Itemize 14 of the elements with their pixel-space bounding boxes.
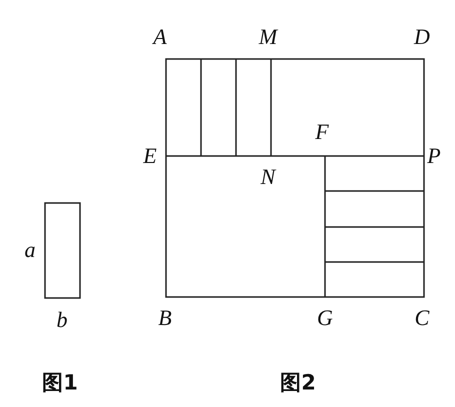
point-label: F	[315, 121, 329, 143]
figure-caption: 图2	[280, 372, 316, 394]
point-label: P	[427, 145, 441, 167]
point-label: M	[258, 26, 278, 48]
point-label: G	[317, 307, 333, 329]
point-label: B	[158, 307, 172, 329]
point-label: N	[260, 166, 276, 188]
point-label: C	[414, 307, 430, 329]
point-label: A	[153, 26, 167, 48]
side-label: a	[24, 239, 36, 261]
point-label: E	[143, 145, 157, 167]
figure-caption: 图1	[42, 372, 78, 394]
side-label: b	[56, 309, 68, 331]
point-label: D	[414, 26, 430, 48]
